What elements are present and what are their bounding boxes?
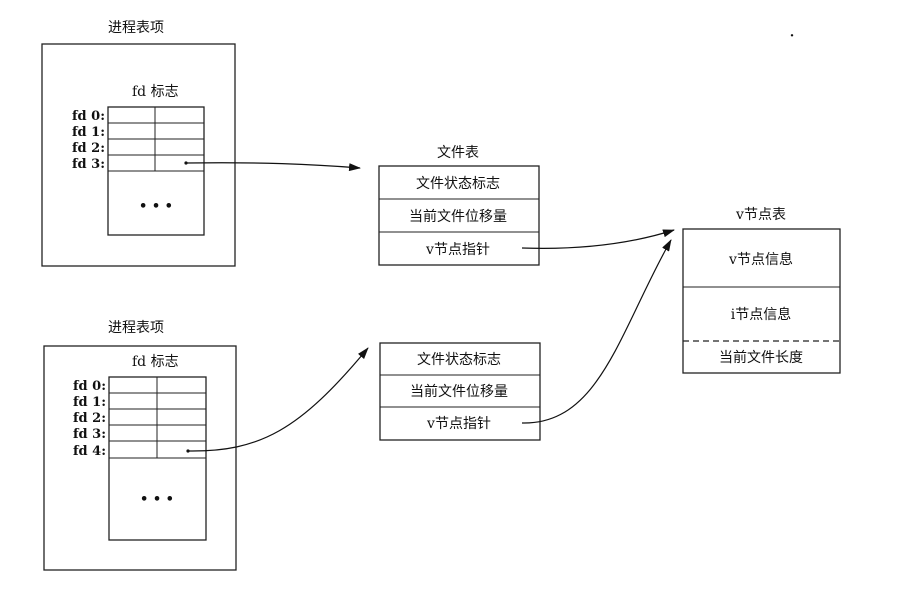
fd-label: fd 3: [73, 427, 106, 442]
process-entry-1: 进程表项 fd 标志 fd 0: fd 1: fd 2: fd 3: • • • [41, 20, 236, 267]
current-file-length: 当前文件长度 [719, 349, 803, 366]
file-table-1-frame [378, 165, 540, 266]
fd-label: fd 2: [73, 411, 106, 426]
fd-label: fd 0: [73, 379, 106, 394]
fd-table-2-ellipsis: • • • [140, 492, 174, 507]
fd4-pointer-dot [186, 449, 190, 453]
process-entry-1-flags-header: fd 标志 [132, 84, 179, 100]
vnode-table: v节点表 v节点信息 i节点信息 当前文件长度 [682, 207, 841, 374]
process-entry-1-frame [41, 43, 236, 267]
file-table-2-to-vnode-arrow [521, 239, 672, 424]
fd-label: fd 1: [72, 125, 105, 140]
fd-label: fd 3: [72, 157, 105, 172]
vnode-table-title: v节点表 [735, 207, 786, 223]
fd3-to-file-table-1-arrow [185, 162, 361, 172]
file-table-2-frame [379, 342, 541, 441]
process-entry-1-title: 进程表项 [108, 20, 164, 36]
file-table-1-to-vnode-arrow [521, 229, 675, 249]
fd-label: fd 2: [72, 141, 105, 156]
vnode-pointer: v节点指针 [425, 242, 490, 258]
file-status-flags: 文件状态标志 [416, 176, 500, 192]
file-table-1: 文件表 文件状态标志 当前文件位移量 v节点指针 [378, 145, 540, 266]
stray-mark: · [790, 29, 795, 44]
current-file-offset: 当前文件位移量 [409, 208, 507, 225]
process-entry-2-title: 进程表项 [108, 320, 164, 336]
vnode-table-frame [682, 228, 841, 374]
file-table-2: 文件状态标志 当前文件位移量 v节点指针 [379, 342, 541, 441]
process-entry-2: 进程表项 fd 标志 fd 0: fd 1: fd 2: fd 3: fd 4:… [43, 320, 237, 571]
fd-label: fd 1: [73, 395, 106, 410]
fd-label: fd 4: [73, 444, 106, 459]
current-file-offset: 当前文件位移量 [410, 383, 508, 400]
fd3-pointer-dot [184, 161, 188, 165]
file-status-flags: 文件状态标志 [417, 352, 501, 368]
fd-table-1-ellipsis: • • • [139, 199, 173, 214]
fd4-to-file-table-2-arrow [187, 347, 369, 452]
file-table-1-title: 文件表 [437, 145, 479, 161]
fd-label: fd 0: [72, 109, 105, 124]
vnode-pointer: v节点指针 [426, 416, 491, 432]
process-entry-2-frame [43, 345, 237, 571]
inode-info: i节点信息 [731, 306, 791, 323]
vnode-info: v节点信息 [728, 251, 793, 268]
process-entry-2-flags-header: fd 标志 [132, 354, 179, 370]
